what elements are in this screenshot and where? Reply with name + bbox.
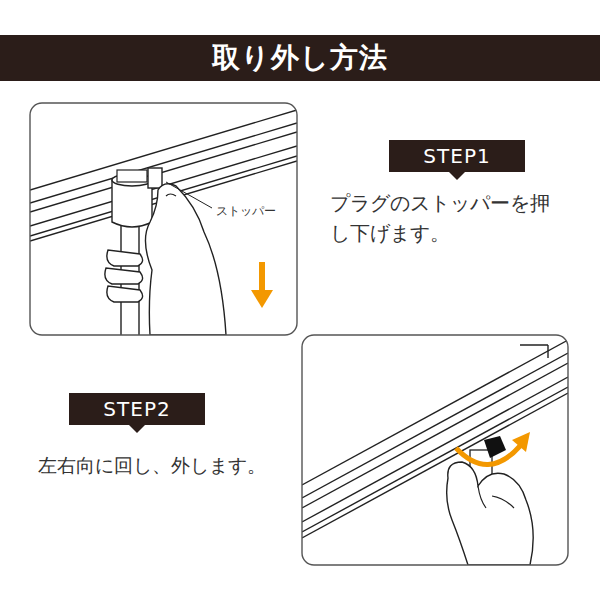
title-text: 取り外し方法 xyxy=(212,39,388,77)
step-description: 左右向に回し、外します。 xyxy=(38,452,296,479)
badge-pointer xyxy=(129,425,145,433)
step-description: プラグのストッパーを押し下げます。 xyxy=(330,188,566,248)
down-arrow-head xyxy=(251,290,273,308)
down-arrow xyxy=(259,262,265,292)
step1-illustration xyxy=(30,110,297,335)
header-bar: 取り外し方法 xyxy=(0,35,600,81)
step-badge: STEP1 xyxy=(389,140,525,172)
badge-pointer xyxy=(449,172,465,180)
panel-frame xyxy=(30,103,297,335)
step-badge: STEP2 xyxy=(69,393,205,425)
leader-line xyxy=(166,182,212,208)
step2-illustration xyxy=(302,340,568,565)
step-label: STEP1 xyxy=(423,144,490,168)
step-label: STEP2 xyxy=(103,397,170,421)
part-label: ストッパー xyxy=(216,204,306,218)
panel-frame xyxy=(302,335,568,565)
